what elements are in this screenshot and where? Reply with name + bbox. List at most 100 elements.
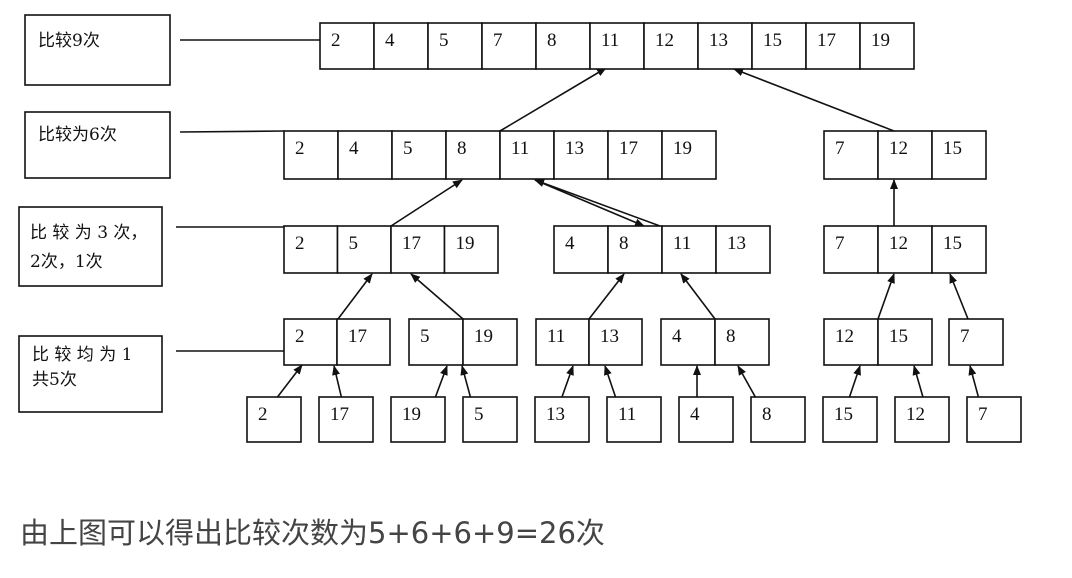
cell-value: 11 — [511, 138, 529, 159]
cell-value: 2 — [258, 404, 268, 425]
top-cell: 8 — [535, 22, 591, 70]
level-label-text: 2次，1次 — [30, 252, 103, 272]
second-a-cell: 19 — [661, 130, 717, 180]
cell-value: 5 — [420, 326, 430, 347]
pair-1-cell: 2 — [283, 318, 338, 366]
second-b-cell: 7 — [823, 130, 879, 180]
second-a-cell: 13 — [553, 130, 609, 180]
second-a-cell: 8 — [445, 130, 501, 180]
second-a-cell: 2 — [283, 130, 339, 180]
cell-value: 8 — [726, 326, 736, 347]
merge-arrow — [949, 273, 969, 320]
cell-value: 11 — [601, 30, 619, 51]
cell-value: 8 — [762, 404, 772, 425]
cell-value: 17 — [330, 404, 349, 425]
merge-arrow — [390, 179, 463, 227]
cell-value: 2 — [295, 138, 305, 159]
merge-arrow — [410, 273, 464, 320]
cell-value: 19 — [456, 233, 475, 254]
cell-value: 15 — [834, 404, 853, 425]
pair-6-cell: 7 — [948, 318, 1004, 366]
pair-5-cell: 15 — [877, 318, 933, 366]
cell-value: 17 — [348, 326, 367, 347]
cell-value: 12 — [906, 404, 925, 425]
merge-arrow — [877, 273, 895, 320]
cell-value: 4 — [690, 404, 700, 425]
pair-3-cell: 11 — [535, 318, 590, 366]
cell-value: 4 — [565, 233, 575, 254]
level-label-top: 比较9次 — [24, 14, 320, 86]
third-a-cell: 17 — [390, 225, 446, 274]
cell-value: 19 — [474, 326, 493, 347]
merge-arrow — [534, 179, 645, 227]
cell-value: 5 — [349, 233, 359, 254]
third-c-cell: 7 — [823, 225, 879, 274]
cell-value: 15 — [943, 233, 962, 254]
pair-5-cell: 12 — [823, 318, 879, 366]
level-label-bottom: 比 较 均 为 1 共5次 — [18, 335, 284, 413]
cell-value: 17 — [817, 30, 836, 51]
merge-arrow — [733, 68, 895, 132]
level-label-text: 比 较 为 3 次， — [30, 223, 147, 243]
cell-value: 13 — [727, 233, 746, 254]
cell-value: 4 — [349, 138, 359, 159]
cell-value: 7 — [835, 233, 845, 254]
cell-value: 15 — [943, 138, 962, 159]
cell-value: 8 — [457, 138, 467, 159]
cell-value: 8 — [619, 233, 629, 254]
cell-value: 19 — [871, 30, 890, 51]
second-b-cell: 12 — [877, 130, 933, 180]
cell-value: 11 — [547, 326, 565, 347]
cell-value: 13 — [546, 404, 565, 425]
leaf-cell: 15 — [822, 396, 878, 443]
third-a-cell: 5 — [336, 225, 392, 274]
cell-value: 12 — [655, 30, 674, 51]
cell-value: 15 — [889, 326, 908, 347]
top-cell: 12 — [643, 22, 699, 70]
leaf-cell: 4 — [678, 396, 734, 443]
top-cell: 19 — [859, 22, 915, 70]
leaf-cell: 19 — [390, 396, 446, 443]
cell-value: 7 — [835, 138, 845, 159]
leaf-cell: 17 — [318, 396, 374, 443]
third-b-cell: 8 — [607, 225, 663, 274]
leaf-cell: 12 — [894, 396, 950, 443]
level-label-text: 共5次 — [32, 370, 77, 390]
second-a-cell: 11 — [499, 130, 555, 180]
pair-2-cell: 19 — [462, 318, 518, 366]
merge-arrow — [534, 179, 661, 227]
cell-value: 4 — [672, 326, 682, 347]
cell-value: 8 — [547, 30, 557, 51]
cell-value: 7 — [493, 30, 503, 51]
conclusion-caption: 由上图可以得出比较次数为5+6+6+9=26次 — [20, 516, 605, 550]
merge-arrow — [337, 273, 373, 320]
cell-value: 13 — [600, 326, 619, 347]
top-cell: 7 — [481, 22, 537, 70]
level-label-text: 比 较 均 为 1 — [32, 345, 132, 365]
merge-arrow — [588, 273, 625, 320]
cell-value: 12 — [889, 138, 908, 159]
pair-2-cell: 5 — [408, 318, 464, 366]
third-c-cell: 15 — [931, 225, 987, 274]
cell-value: 13 — [565, 138, 584, 159]
leaf-cell: 11 — [606, 396, 662, 443]
cell-value: 7 — [978, 404, 988, 425]
cell-value: 5 — [403, 138, 413, 159]
third-b-cell: 11 — [661, 225, 717, 274]
cell-value: 17 — [402, 233, 421, 254]
cell-value: 19 — [402, 404, 421, 425]
leaf-cell: 13 — [534, 396, 590, 443]
cell-value: 5 — [474, 404, 484, 425]
third-c-cell: 12 — [877, 225, 933, 274]
top-cell: 2 — [319, 22, 375, 70]
cell-value: 4 — [385, 30, 395, 51]
cell-value: 11 — [618, 404, 636, 425]
second-b-cell: 15 — [931, 130, 987, 180]
cell-value: 19 — [673, 138, 692, 159]
cell-value: 17 — [619, 138, 638, 159]
cell-value: 7 — [960, 326, 970, 347]
cell-value: 13 — [709, 30, 728, 51]
level-label-third: 比 较 为 3 次， 2次，1次 — [18, 206, 284, 287]
top-cell: 11 — [589, 22, 645, 70]
